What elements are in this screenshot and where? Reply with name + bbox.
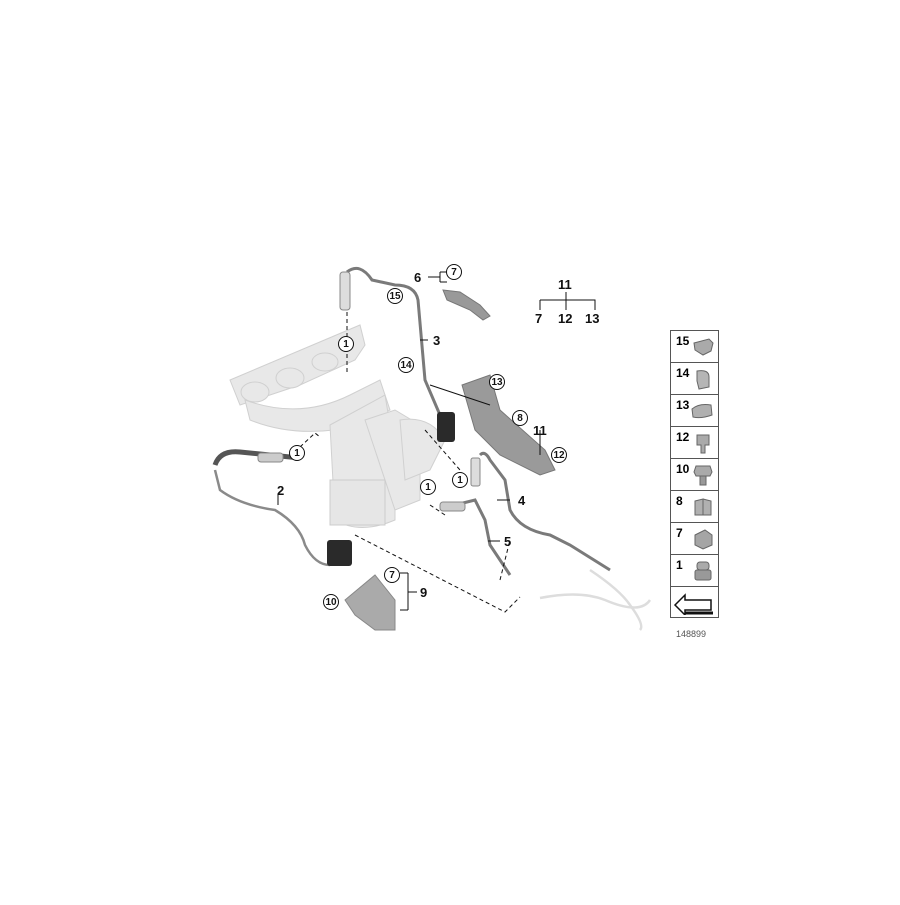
callout-1: 1 <box>452 472 468 488</box>
legend-item-7: 7 <box>670 522 719 554</box>
sensor-5 <box>454 498 512 576</box>
arrow-back-icon[interactable] <box>673 589 715 615</box>
callout-7: 7 <box>384 567 400 583</box>
sensor-3-probe <box>339 271 351 311</box>
sensor-4 <box>478 451 611 572</box>
sleeve-clip-icon <box>691 404 713 419</box>
callout-10: 10 <box>323 594 339 610</box>
sensor-2 <box>212 449 331 567</box>
catalyst-flange <box>329 479 386 526</box>
part-label-9: 9 <box>420 585 428 600</box>
callout-14: 14 <box>398 357 414 373</box>
cap-nut-icon <box>694 561 712 581</box>
bracket-9 <box>344 574 396 631</box>
sensor-3-connector <box>437 412 455 442</box>
clip-nut-icon <box>694 529 713 550</box>
legend-item-15: 15 <box>670 330 719 362</box>
sensor-5-probe <box>439 501 466 512</box>
legend-item-10: 10 <box>670 458 719 490</box>
kit-tree-child: 7 <box>535 311 543 326</box>
callout-12: 12 <box>551 447 567 463</box>
legend-item-12: 12 <box>670 426 719 458</box>
part-label-4: 4 <box>518 493 526 508</box>
wire-harness <box>539 568 652 631</box>
hex-bolt-icon <box>693 465 713 486</box>
sensor-3 <box>346 266 442 416</box>
part-label-6: 6 <box>414 270 422 285</box>
callout-13: 13 <box>489 374 505 390</box>
legend-item-8: 8 <box>670 490 719 522</box>
kit-tree-child: 12 <box>558 311 573 326</box>
part-label-5: 5 <box>504 534 512 549</box>
leader-lines <box>277 271 596 611</box>
sensor-4-probe <box>470 457 481 487</box>
callout-8: 8 <box>512 410 528 426</box>
legend-item-14: 14 <box>670 362 719 394</box>
sensor-2-probe <box>257 452 284 463</box>
callout-7: 7 <box>446 264 462 280</box>
parts-legend: 15 14 13 12 10 8 7 1 <box>670 330 719 618</box>
bracket-6 <box>442 289 491 321</box>
image-number: 148899 <box>676 629 707 639</box>
callout-1: 1 <box>289 445 305 461</box>
legend-item-1: 1 <box>670 554 719 586</box>
clip-15-icon <box>693 338 714 356</box>
kit-tree-child: 13 <box>585 311 600 326</box>
spring-clip-icon <box>694 498 712 516</box>
push-clip-icon <box>696 434 710 454</box>
legend-item-back[interactable] <box>670 586 719 618</box>
legend-item-13: 13 <box>670 394 719 426</box>
part-label-3: 3 <box>433 333 441 348</box>
callout-15: 15 <box>387 288 403 304</box>
callout-1: 1 <box>338 336 354 352</box>
cable-holder-icon <box>696 370 710 390</box>
part-label-2: 2 <box>277 483 285 498</box>
sensor-2-connector <box>327 540 352 566</box>
callout-1: 1 <box>420 479 436 495</box>
part-label-11: 11 <box>533 423 547 438</box>
kit-tree-parent: 11 <box>558 277 572 292</box>
